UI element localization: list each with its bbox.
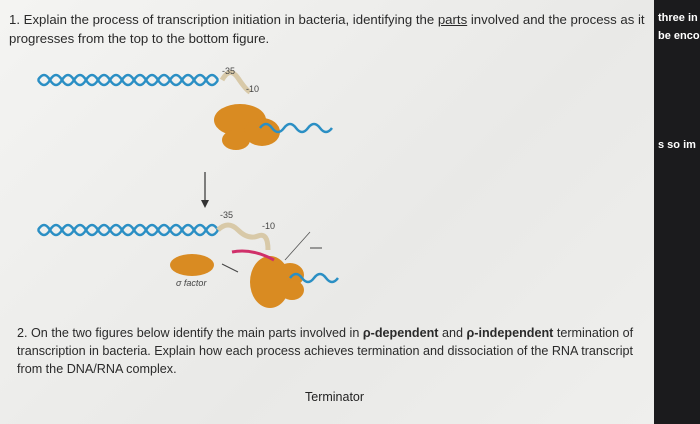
question-text: On the two figures below identify the ma… bbox=[31, 326, 363, 340]
side-panel-text: three in bbox=[658, 12, 698, 24]
side-panel-text: s so im bbox=[658, 139, 696, 151]
question-1: 1. Explain the process of transcription … bbox=[9, 10, 649, 48]
promoter-dna bbox=[219, 70, 252, 95]
promoter-dna bbox=[216, 222, 271, 251]
question-number: 1. bbox=[9, 12, 20, 27]
pointer-line bbox=[284, 231, 311, 261]
arrow-head bbox=[201, 200, 209, 208]
label-minus35: -35 bbox=[220, 210, 234, 220]
dna-downstream-bottom bbox=[289, 272, 339, 284]
release-arrow bbox=[221, 263, 239, 273]
underlined-word: parts bbox=[437, 12, 468, 27]
terminator-label: Terminator bbox=[305, 390, 365, 404]
dna-downstream-top bbox=[259, 122, 333, 134]
sigma-factor-label: σ factor bbox=[176, 278, 207, 288]
side-panel-text: be enco bbox=[658, 30, 700, 42]
question-text: termination of transcription in bacteria… bbox=[17, 326, 634, 376]
bold-term: ρ-independent bbox=[466, 326, 554, 340]
question-text: and bbox=[438, 326, 467, 340]
label-minus10: -10 bbox=[246, 84, 260, 94]
rna-polymerase-bottom bbox=[250, 256, 304, 308]
question-text: Explain the process of transcription ini… bbox=[23, 12, 438, 27]
label-minus10: -10 bbox=[262, 221, 276, 231]
bold-term: ρ-dependent bbox=[362, 326, 439, 340]
sigma-factor bbox=[170, 254, 214, 276]
question-2: 2. On the two figures below identify the… bbox=[17, 324, 642, 378]
rna-transcript bbox=[231, 249, 275, 262]
transcription-figure bbox=[36, 70, 339, 308]
question-number: 2. bbox=[17, 326, 28, 340]
label-minus35: -35 bbox=[222, 66, 236, 76]
dna-helix-top bbox=[36, 73, 220, 87]
question-text: involved and the process as it progresse… bbox=[9, 12, 645, 46]
dna-helix-bottom bbox=[36, 223, 220, 237]
document-page: 1. Explain the process of transcription … bbox=[0, 0, 654, 424]
